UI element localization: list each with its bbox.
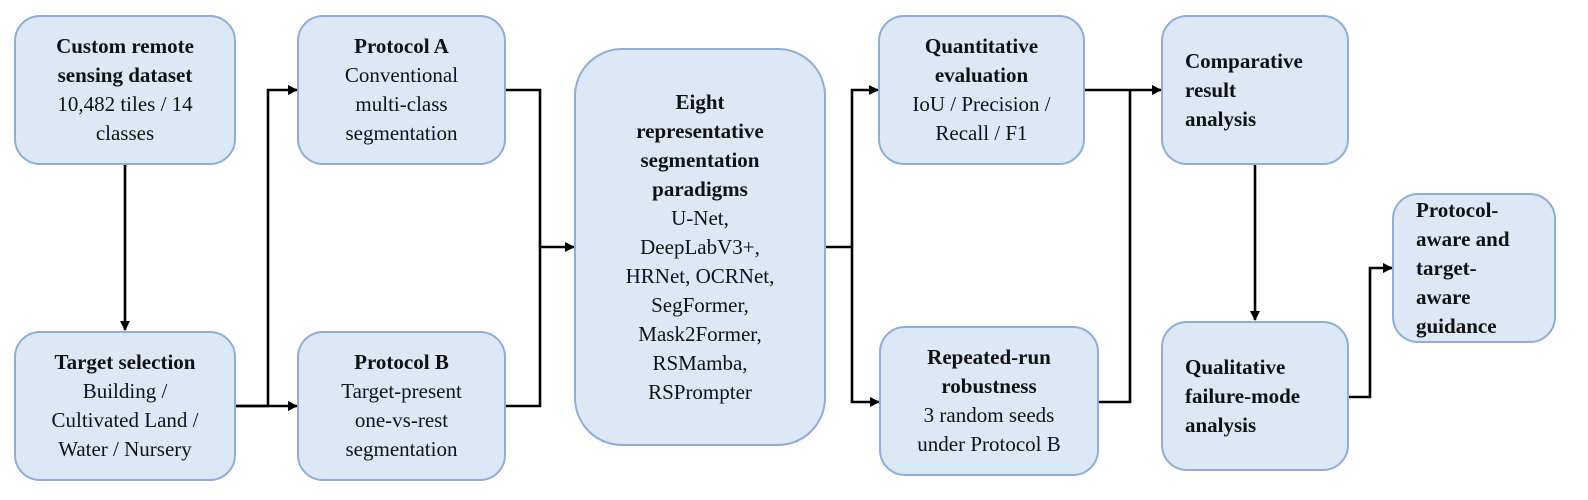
node-comparative-analysis: Comparative result analysis [1161, 15, 1349, 165]
node-target-selection: Target selection Building / Cultivated L… [14, 331, 236, 481]
node-description: Building / Cultivated Land / Water / Nur… [51, 379, 199, 461]
node-guidance: Protocol- aware and target- aware guidan… [1392, 193, 1556, 343]
arrow-protocol-a-to-paradigms [506, 88, 542, 247]
node-quantitative-evaluation: Quantitative evaluation IoU / Precision … [878, 15, 1085, 165]
node-title: Target selection [54, 350, 196, 374]
node-title: Protocol- aware and target- aware guidan… [1416, 197, 1510, 338]
node-description: IoU / Precision / Recall / F1 [912, 92, 1051, 145]
arrow-robustness-to-comparative [1099, 90, 1132, 404]
node-title: Quantitative evaluation [924, 34, 1039, 87]
node-description: U-Net, DeepLabV3+, HRNet, OCRNet, SegFor… [625, 205, 775, 404]
node-title: Custom remote sensing dataset [56, 34, 194, 87]
node-title: Eight representative segmentation paradi… [636, 89, 764, 201]
arrow-target-to-protocol-a [236, 85, 298, 408]
node-qualitative-analysis: Qualitative failure-mode analysis [1161, 321, 1349, 471]
node-description: 3 random seeds under Protocol B [917, 403, 1061, 456]
node-title: Protocol A [354, 34, 449, 58]
node-title: Protocol B [354, 350, 449, 374]
arrow-paradigms-to-quantitative [826, 85, 879, 249]
node-title: Comparative result analysis [1185, 48, 1303, 131]
node-description: Conventional multi-class segmentation [344, 63, 459, 145]
arrow-protocol-b-to-paradigms [506, 242, 575, 408]
node-title: Repeated-run robustness [927, 345, 1051, 398]
node-dataset: Custom remote sensing dataset 10,482 til… [14, 15, 236, 165]
arrow-qualitative-to-guidance [1349, 263, 1393, 399]
node-protocol-b: Protocol B Target-present one-vs-rest se… [297, 331, 506, 481]
node-paradigms: Eight representative segmentation paradi… [574, 48, 826, 446]
node-protocol-a: Protocol A Conventional multi-class segm… [297, 15, 506, 165]
node-description: Target-present one-vs-rest segmentation [341, 379, 462, 461]
arrow-paradigms-to-robustness [850, 247, 880, 407]
node-title: Qualitative failure-mode analysis [1185, 354, 1301, 437]
node-repeated-run-robustness: Repeated-run robustness 3 random seeds u… [879, 326, 1099, 476]
node-description: 10,482 tiles / 14 classes [57, 92, 193, 145]
